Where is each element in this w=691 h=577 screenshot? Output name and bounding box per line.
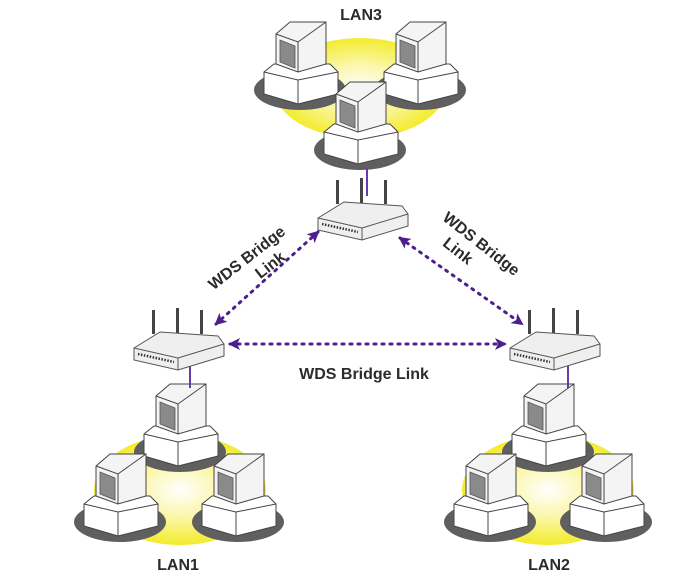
- wds-link-lan3-lan1-label: WDS Bridge Link: [206, 223, 289, 293]
- lan3-pc-left[interactable]: [253, 21, 347, 111]
- wds-link-lan3-lan1: [214, 230, 320, 326]
- lan2-group: LAN2: [443, 383, 653, 574]
- lan3-group: LAN3: [253, 7, 467, 171]
- router-lan1[interactable]: [132, 306, 226, 372]
- router-lan2[interactable]: [508, 306, 602, 372]
- lan3-label: LAN3: [340, 7, 382, 24]
- lan1-group: LAN1: [73, 383, 285, 574]
- wds-link-lan3-lan2: [398, 236, 524, 326]
- lan1-label: LAN1: [157, 557, 199, 574]
- router-lan3[interactable]: [316, 176, 410, 242]
- lan1-pc-center[interactable]: [133, 383, 227, 473]
- lan2-label: LAN2: [528, 557, 570, 574]
- wds-link-lan3-lan2-label: WDS Bridge Link: [439, 209, 522, 279]
- wds-link-lan1-lan2-label: WDS Bridge Link: [299, 366, 429, 383]
